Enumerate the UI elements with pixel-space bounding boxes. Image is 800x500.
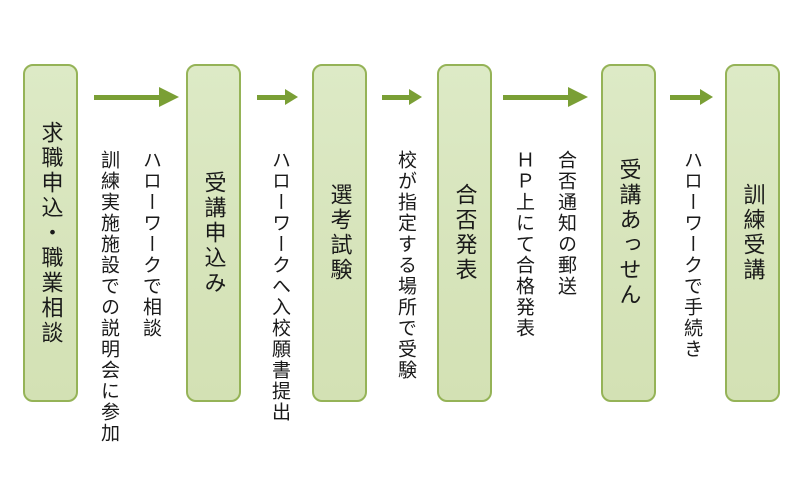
annotation-line: ＨＰ上にて合格発表 xyxy=(513,150,534,339)
arrow-shaft xyxy=(382,94,409,100)
annotation-line: 校が指定する場所で受験 xyxy=(395,150,416,381)
flow-arrow-icon-2 xyxy=(257,87,298,107)
arrow-shaft xyxy=(94,94,159,100)
step-label: 選考試験 xyxy=(327,183,353,283)
annotation-step4-to-5: 合否通知の郵送 ＨＰ上にて合格発表 xyxy=(502,150,586,339)
arrow-shaft xyxy=(257,94,285,100)
step-box-training-attendance: 訓練受講 xyxy=(725,64,780,402)
step-label: 合否発表 xyxy=(452,183,478,283)
arrow-shaft xyxy=(503,94,568,100)
flow-arrow-icon-3 xyxy=(382,87,422,107)
flow-arrow-icon-1 xyxy=(94,87,179,107)
step-box-course-placement: 受講あっせん xyxy=(601,64,656,402)
annotation-line: ハローワークへ入校願書提出 xyxy=(269,150,290,423)
arrow-head xyxy=(409,89,422,105)
step-label: 訓練受講 xyxy=(740,183,766,283)
step-label: 受講あっせん xyxy=(616,158,642,308)
annotation-step1-to-2: ハローワークで相談 訓練実施施設での説明会に参加 xyxy=(87,150,171,444)
annotation-step2-to-3: ハローワークへ入校願書提出 xyxy=(258,150,300,423)
step-box-selection-exam: 選考試験 xyxy=(312,64,367,402)
arrow-head xyxy=(285,89,298,105)
annotation-step3-to-4: 校が指定する場所で受験 xyxy=(384,150,426,381)
arrow-head xyxy=(700,89,713,105)
step-label: 求職申込・職業相談 xyxy=(38,120,64,346)
step-box-result-announcement: 合否発表 xyxy=(437,64,492,402)
step-box-job-application: 求職申込・職業相談 xyxy=(23,64,78,402)
arrow-head xyxy=(568,87,588,107)
annotation-line: 訓練実施施設での説明会に参加 xyxy=(98,150,119,444)
flow-arrow-icon-4 xyxy=(503,87,588,107)
arrow-head xyxy=(159,87,179,107)
step-label: 受講申込み xyxy=(201,170,227,296)
arrow-shaft xyxy=(670,94,700,100)
flow-arrow-icon-5 xyxy=(670,87,713,107)
step-box-course-application: 受講申込み xyxy=(186,64,241,402)
annotation-step5-to-6: ハローワークで手続き xyxy=(670,150,712,360)
annotation-line: 合否通知の郵送 xyxy=(555,150,576,297)
annotation-line: ハローワークで相談 xyxy=(140,150,161,339)
annotation-line: ハローワークで手続き xyxy=(681,150,702,360)
